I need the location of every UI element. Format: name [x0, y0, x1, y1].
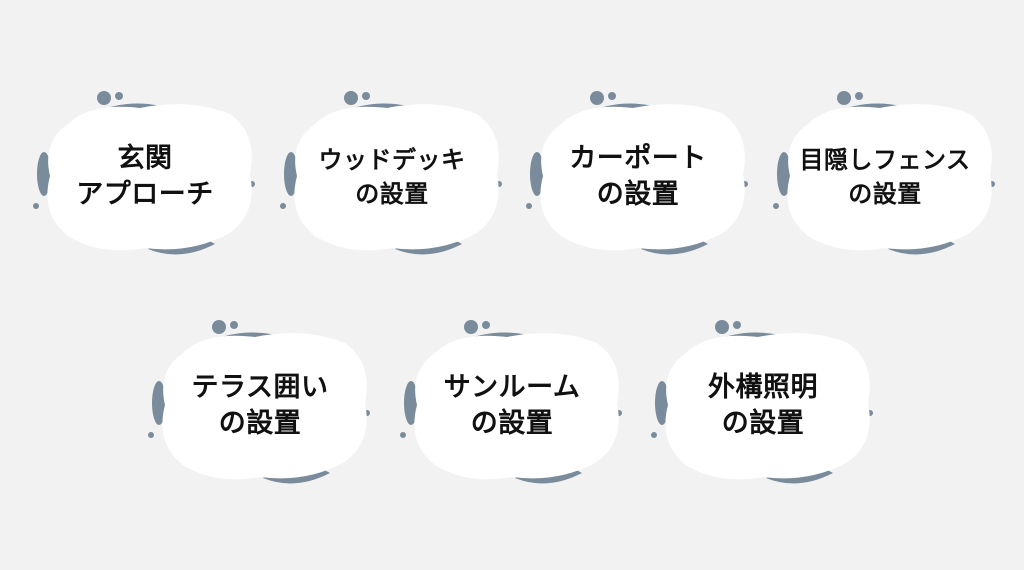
cloud-badge-shape [773, 91, 995, 255]
badge-label-line1: 玄関 [117, 143, 173, 174]
cloud-badge-shape [280, 91, 502, 255]
badge-label-line2: の設置 [848, 180, 922, 208]
cloud-badge-shape [33, 91, 255, 255]
badge-label: サンルーム の設置 [407, 313, 617, 493]
cloud-badge-shape [651, 320, 873, 484]
cloud-badge-shape [148, 320, 370, 484]
service-badge-wood-deck[interactable]: ウッドデッキ の設置 [277, 84, 507, 264]
badge-label: テラス囲い の設置 [155, 313, 365, 493]
service-badge-terrace-enclosure[interactable]: テラス囲い の設置 [145, 313, 375, 493]
badge-label: カーポート の設置 [533, 84, 743, 264]
badge-label-line2: の設置 [596, 179, 680, 210]
service-badge-carport[interactable]: カーポート の設置 [523, 84, 753, 264]
badge-label: 玄関 アプローチ [40, 84, 250, 264]
badge-label-line2: アプローチ [76, 179, 214, 210]
badge-label-line2: の設置 [355, 180, 429, 208]
service-badge-privacy-fence[interactable]: 目隠しフェンス の設置 [770, 84, 1000, 264]
badge-label-line1: テラス囲い [191, 372, 329, 403]
service-badge-entrance-approach[interactable]: 玄関 アプローチ [30, 84, 260, 264]
badge-label-line2: の設置 [721, 408, 805, 439]
badge-label-line2: の設置 [470, 408, 554, 439]
badge-label: ウッドデッキ の設置 [287, 84, 497, 264]
cloud-badge-shape [400, 320, 622, 484]
badge-label-line2: の設置 [218, 408, 302, 439]
badge-label-line1: 目隠しフェンス [799, 146, 971, 174]
cloud-badge-shape [526, 91, 748, 255]
badge-label-line1: カーポート [569, 143, 707, 174]
badge-label-line1: ウッドデッキ [318, 146, 466, 174]
badge-label: 目隠しフェンス の設置 [780, 84, 990, 264]
badge-label-line1: 外構照明 [708, 372, 818, 403]
badge-label: 外構照明 の設置 [658, 313, 868, 493]
badge-label-line1: サンルーム [443, 372, 581, 403]
service-badge-sunroom[interactable]: サンルーム の設置 [397, 313, 627, 493]
service-badge-exterior-lighting[interactable]: 外構照明 の設置 [648, 313, 878, 493]
